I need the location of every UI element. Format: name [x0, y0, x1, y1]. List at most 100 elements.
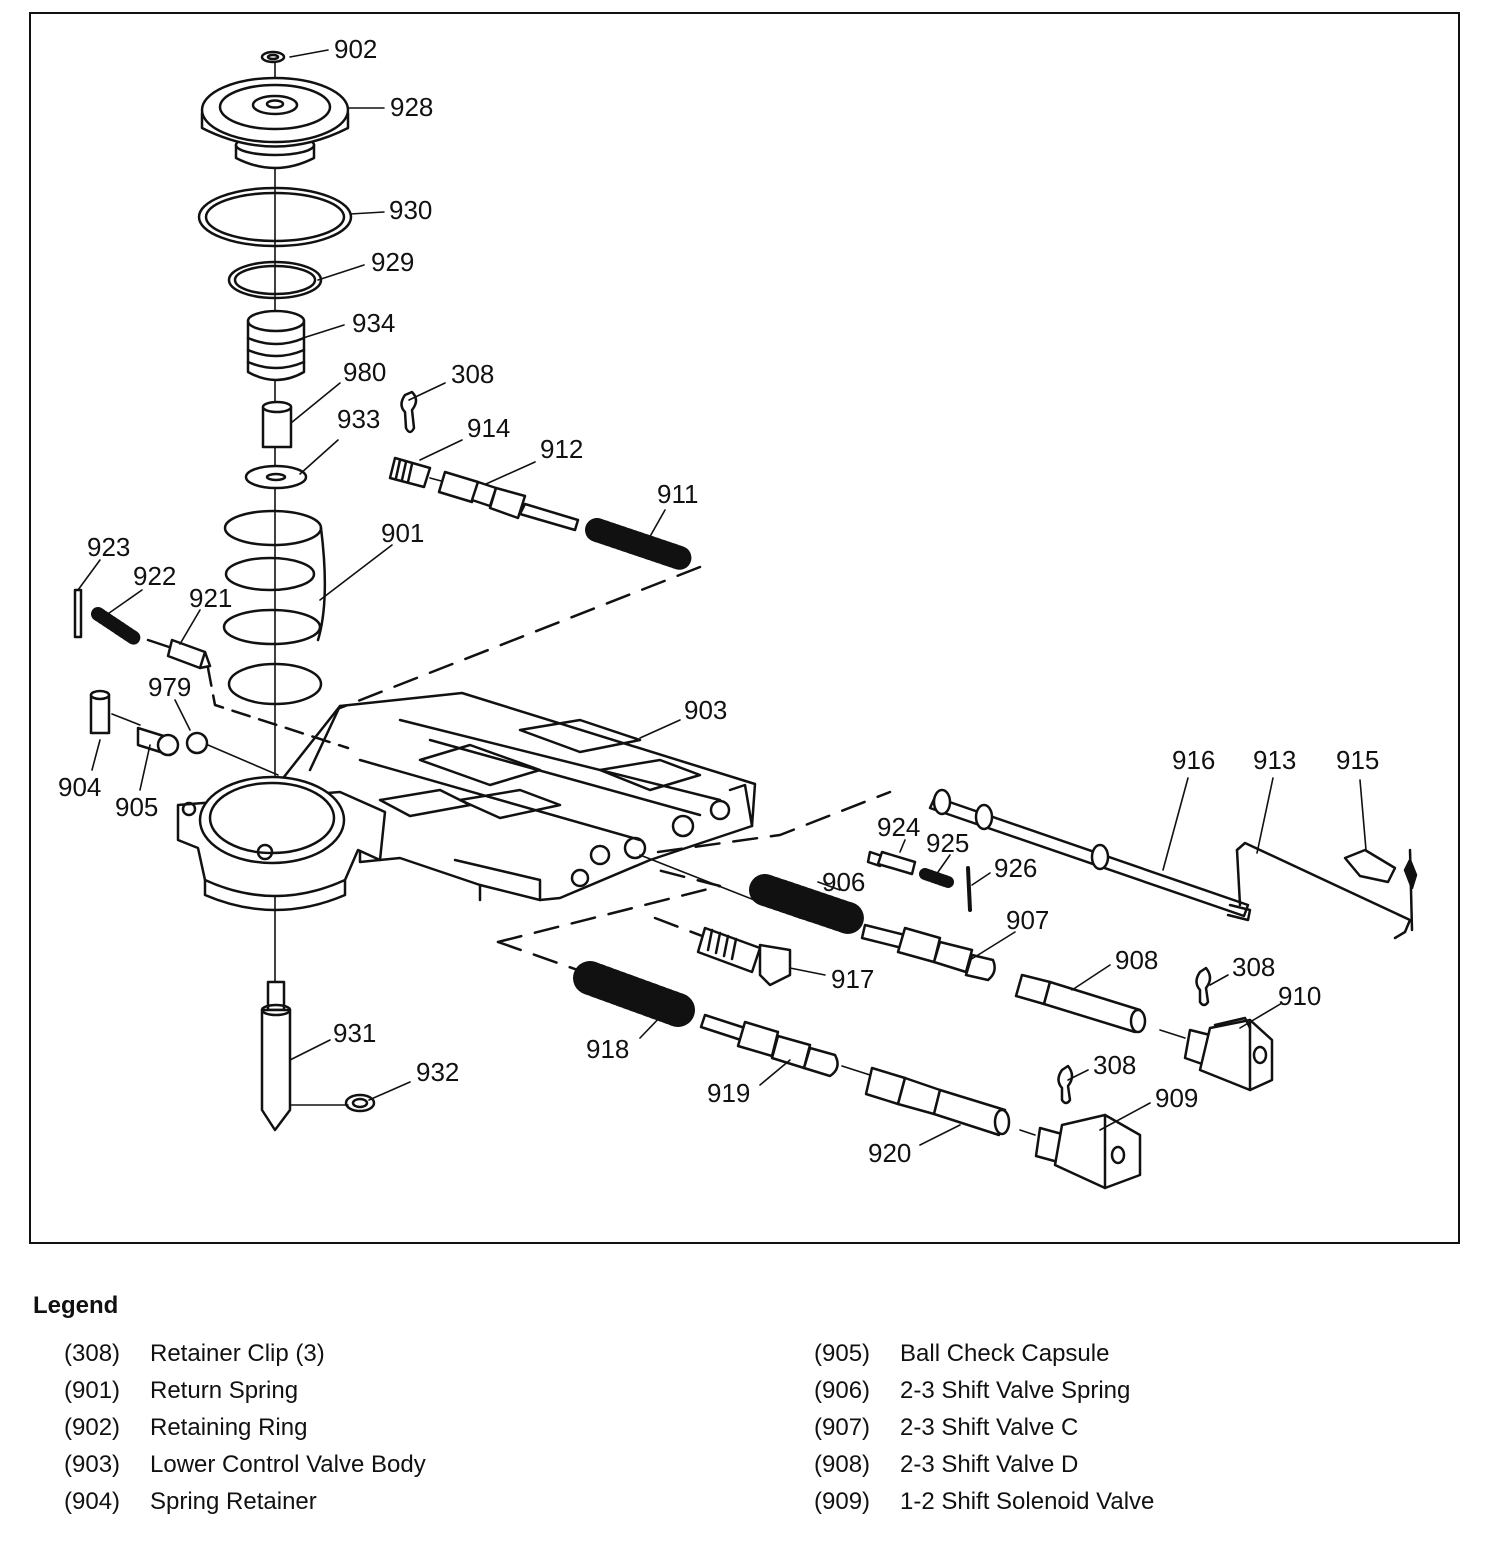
callout-918: 918	[586, 1034, 630, 1064]
legend-item-description: 2-3 Shift Valve Spring	[900, 1377, 1131, 1404]
spring-922	[91, 607, 141, 645]
legend-item-number: (906)	[814, 1377, 871, 1404]
callout-308-c: 308	[1093, 1050, 1137, 1080]
retainer-clip-308-b	[1195, 966, 1212, 1007]
callout-907: 907	[1006, 905, 1050, 935]
callout-915: 915	[1336, 745, 1380, 775]
legend-item-description: Return Spring	[150, 1377, 299, 1404]
callout-932: 932	[416, 1057, 460, 1087]
callout-931: 931	[333, 1018, 377, 1048]
callout-908: 908	[1115, 945, 1159, 975]
leader-lines	[77, 49, 1367, 1146]
legend-item-description: 1-2 Shift Solenoid Valve	[900, 1488, 1155, 1515]
spring-911	[585, 518, 692, 570]
callout-929: 929	[371, 247, 415, 277]
detent-spring-915	[1343, 848, 1418, 932]
assembly-line-921	[206, 666, 350, 750]
callout-925: 925	[926, 828, 970, 858]
return-spring-901	[222, 509, 327, 706]
callout-912: 912	[540, 434, 584, 464]
callout-979: 979	[148, 672, 192, 702]
legend-item-description: Lower Control Valve Body	[150, 1451, 426, 1478]
assembly-line-924	[656, 790, 892, 854]
legend-item-number: (908)	[814, 1451, 871, 1478]
legend-item-description: Ball Check Capsule	[900, 1340, 1110, 1367]
callout-916: 916	[1172, 745, 1216, 775]
callout-920: 920	[868, 1138, 912, 1168]
washer-933	[244, 464, 308, 490]
link-913	[1235, 841, 1412, 940]
callout-933: 933	[337, 404, 381, 434]
roll-pin-923	[73, 588, 83, 639]
callout-901: 901	[381, 518, 425, 548]
legend-item-description: 2-3 Shift Valve C	[900, 1414, 1079, 1441]
spring-retainer-904	[89, 689, 111, 735]
plug-917	[696, 926, 792, 987]
legend-item-description: Retainer Clip (3)	[150, 1340, 325, 1367]
callout-308-a: 308	[451, 359, 495, 389]
legend-item-description: 2-3 Shift Valve D	[900, 1451, 1079, 1478]
legend-item-number: (904)	[64, 1488, 121, 1515]
callout-934: 934	[352, 308, 396, 338]
callout-926: 926	[994, 853, 1038, 883]
callout-928: 928	[390, 92, 434, 122]
callout-910: 910	[1278, 981, 1322, 1011]
valve-919	[699, 1013, 839, 1078]
seal-ring-932	[344, 1093, 376, 1113]
legend-item-description: Spring Retainer	[150, 1488, 317, 1515]
retainer-clip-308-a	[400, 390, 418, 434]
callout-913: 913	[1253, 745, 1297, 775]
callout-904: 904	[58, 772, 102, 802]
valve-908	[1014, 973, 1147, 1034]
legend-item-number: (909)	[814, 1488, 871, 1515]
valve-907	[860, 923, 996, 982]
callout-308-b: 308	[1232, 952, 1276, 982]
callout-921: 921	[189, 583, 233, 613]
spring-906	[749, 874, 864, 934]
callout-914: 914	[467, 413, 511, 443]
manual-valve-916	[928, 788, 1252, 922]
callout-917: 917	[831, 964, 875, 994]
callout-911: 911	[657, 479, 699, 509]
callout-906: 906	[822, 867, 866, 897]
exploded-view-diagram	[73, 49, 1418, 1190]
callout-905: 905	[115, 792, 159, 822]
callout-980: 980	[343, 357, 387, 387]
legend-item-number: (903)	[64, 1451, 121, 1478]
valve-920	[864, 1066, 1011, 1137]
assembly-line-911	[338, 565, 702, 710]
callout-902: 902	[334, 34, 378, 64]
retaining-ring-902	[260, 50, 286, 64]
callout-923: 923	[87, 532, 131, 562]
retainer-clip-308-c	[1057, 1064, 1074, 1105]
accumulator-pin-931	[260, 980, 292, 1132]
assembly-line-917a	[496, 866, 722, 944]
callout-909: 909	[1155, 1083, 1199, 1113]
ball-979	[185, 731, 209, 755]
valve-924	[866, 850, 917, 876]
valve-912	[437, 470, 580, 532]
accumulator-housing	[176, 775, 387, 912]
piston-housing-928	[200, 76, 350, 170]
spring-918	[573, 961, 695, 1027]
legend-item-number: (901)	[64, 1377, 121, 1404]
callout-919: 919	[707, 1078, 751, 1108]
spring-925	[919, 868, 954, 888]
ball-check-capsule-905	[136, 726, 180, 757]
callout-903: 903	[684, 695, 728, 725]
legend-item-number: (308)	[64, 1340, 121, 1367]
piston-934	[246, 309, 306, 382]
shift-solenoid-910	[1183, 1016, 1274, 1092]
shift-solenoid-909	[1034, 1113, 1142, 1190]
roll-pin-926	[966, 866, 972, 912]
diagram-frame	[29, 12, 1460, 1244]
sleeve-980	[261, 400, 293, 449]
legend-item-description: Retaining Ring	[150, 1414, 308, 1441]
legend-item-number: (902)	[64, 1414, 121, 1441]
valve-921	[146, 638, 212, 670]
plug-914	[388, 456, 432, 489]
o-ring-929	[227, 260, 323, 300]
legend-item-number: (907)	[814, 1414, 871, 1441]
callout-924: 924	[877, 812, 921, 842]
callout-922: 922	[133, 561, 177, 591]
